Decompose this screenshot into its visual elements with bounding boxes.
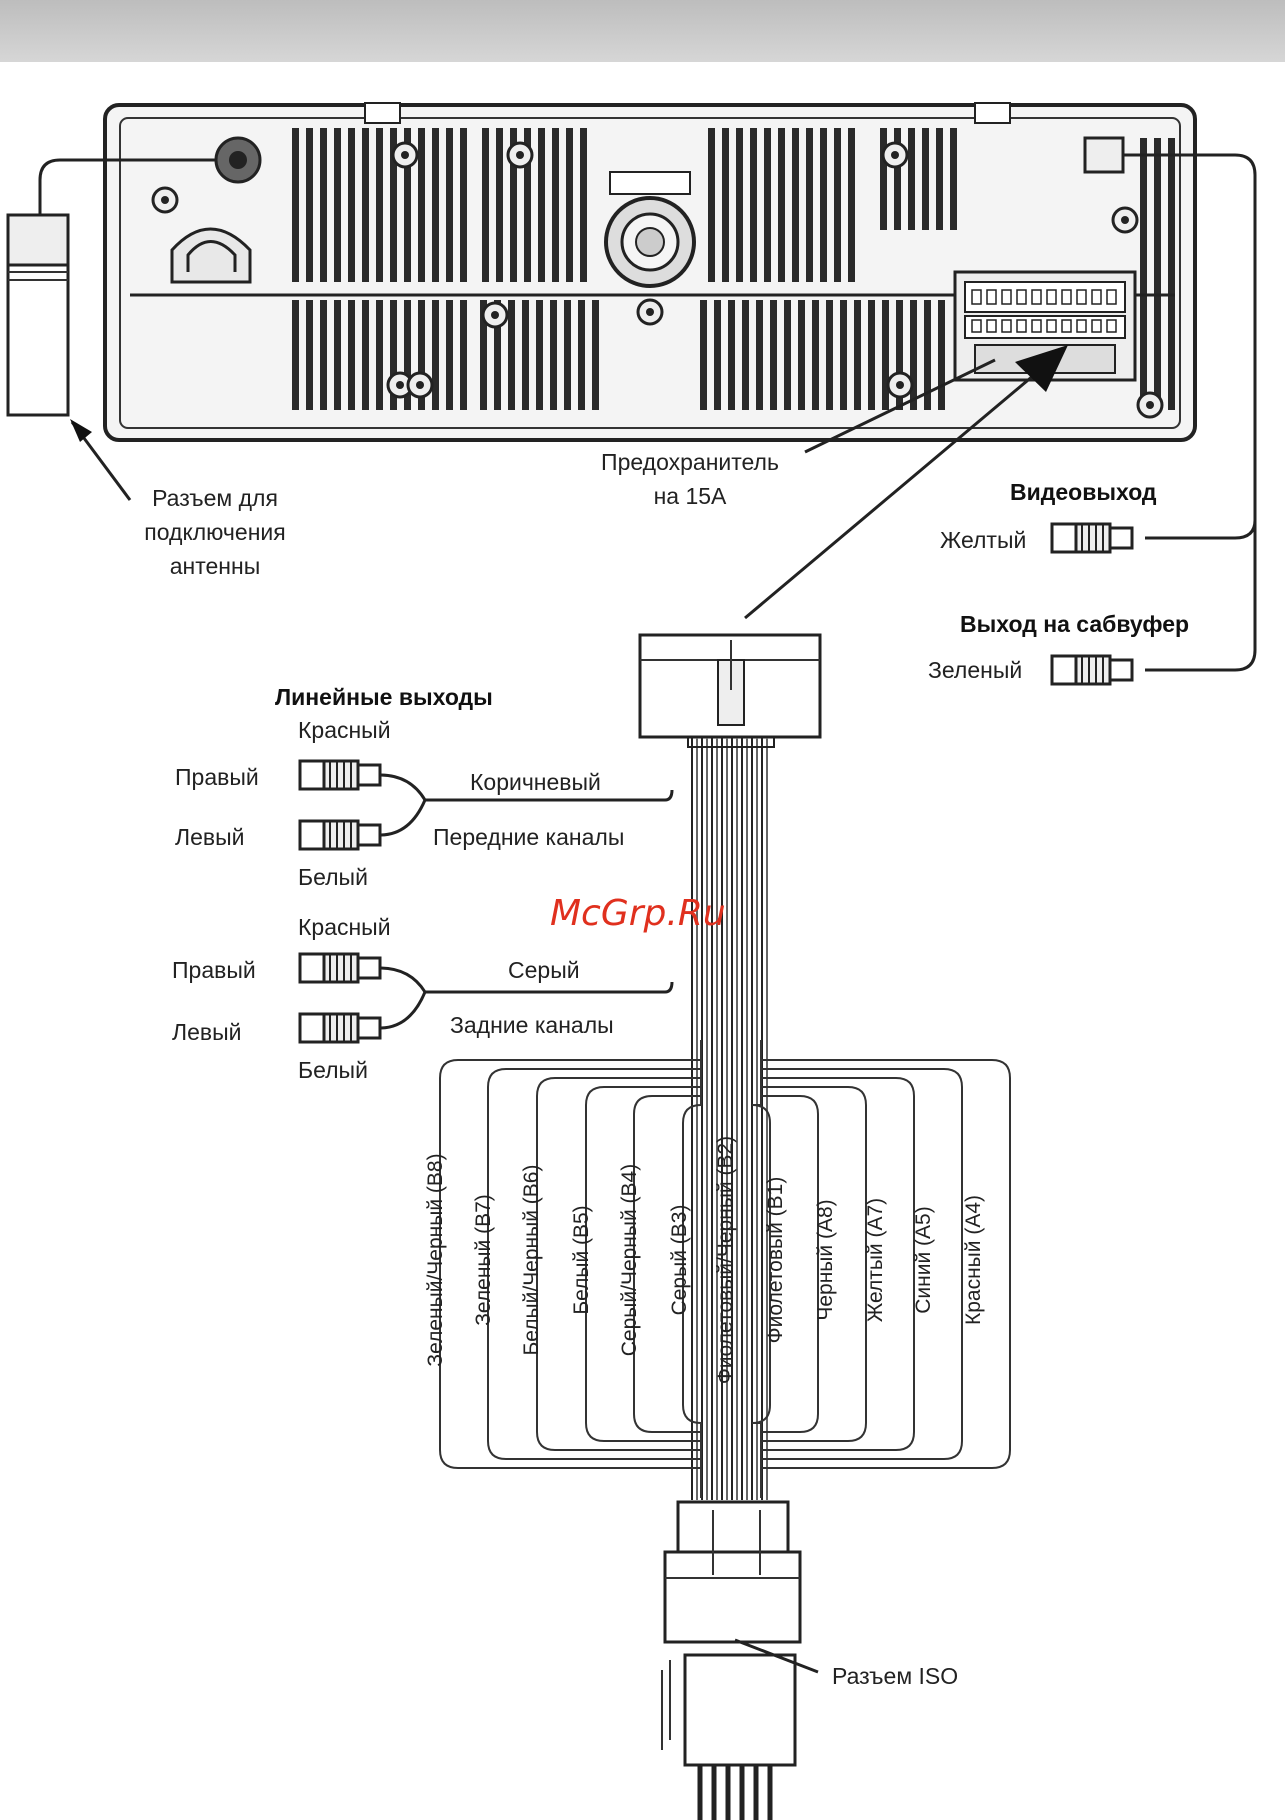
wire-label: Желтый (A7) [864, 1198, 887, 1322]
wire-label: Зеленый/Черный (B8) [424, 1153, 447, 1366]
rear-right-label: Правый [172, 957, 256, 983]
front-wire-label: Коричневый [470, 769, 601, 795]
wire-label: Белый/Черный (B6) [520, 1165, 543, 1356]
wire-label: Красный (A4) [962, 1195, 985, 1325]
screws [151, 141, 1164, 419]
front-bottom-color: Белый [298, 864, 368, 890]
wire-label: Серый/Черный (B4) [618, 1164, 641, 1356]
rca-plug [298, 819, 382, 851]
sub-out-title: Выход на сабвуфер [960, 611, 1189, 637]
rca-plug [1050, 522, 1134, 554]
head-unit [103, 102, 1197, 442]
antenna-plug [6, 158, 216, 417]
front-channel-label: Передние каналы [433, 824, 624, 850]
iso-label: Разъем ISO [832, 1663, 958, 1689]
rear-channel-label: Задние каналы [450, 1012, 614, 1038]
front-right-label: Правый [175, 764, 259, 790]
heatsink-fins [130, 128, 1175, 410]
fuse-label-line2: на 15А [654, 483, 727, 509]
antenna-label-line1: Разъем для [152, 485, 278, 511]
antenna-label-line2: подключения [144, 519, 285, 545]
rear-top-color: Красный [298, 914, 391, 940]
antenna-label-line3: антенны [170, 553, 261, 579]
iso-pointer [734, 1638, 819, 1674]
harness-connector [638, 633, 822, 739]
video-jack-port [1083, 136, 1125, 174]
fuse-label-line1: Предохранитель [601, 449, 779, 475]
rca-plug [298, 1012, 382, 1044]
harness-arrow [744, 368, 1041, 620]
rear-bottom-color: Белый [298, 1057, 368, 1083]
iso-connector [661, 1500, 802, 1820]
wire-label: Белый (B5) [570, 1205, 593, 1314]
wire-label: Серый (B3) [668, 1205, 691, 1316]
wire-bundle [687, 736, 775, 1500]
header-bar [0, 0, 1285, 62]
wire-label: Фиолетовый (B1) [764, 1177, 787, 1344]
mount-bracket [170, 227, 252, 284]
watermark: McGrp.Ru [550, 893, 726, 934]
video-color-label: Желтый [940, 527, 1026, 553]
wire-loops: Зеленый/Черный (B8) Зеленый (B7) Белый/Чер… [424, 1040, 1011, 1498]
wire-label: Синий (A5) [912, 1206, 935, 1313]
rca-plug [298, 952, 382, 984]
wire-label: Зеленый (B7) [472, 1194, 495, 1326]
front-top-color: Красный [298, 717, 391, 743]
video-sub-cable [1123, 153, 1257, 672]
wire-label: Фиолетовый/Черный (B2) [714, 1136, 737, 1384]
rear-left-label: Левый [172, 1019, 241, 1045]
front-left-label: Левый [175, 824, 244, 850]
rca-plug [1050, 654, 1134, 686]
wire-label: Черный (A8) [814, 1199, 837, 1320]
sub-color-label: Зеленый [928, 657, 1022, 683]
video-out-title: Видеовыход [1010, 479, 1157, 505]
fuse-pointer [804, 358, 996, 454]
rear-wire-label: Серый [508, 957, 580, 983]
line-outs-title: Линейные выходы [275, 684, 493, 710]
rca-plug [298, 759, 382, 791]
